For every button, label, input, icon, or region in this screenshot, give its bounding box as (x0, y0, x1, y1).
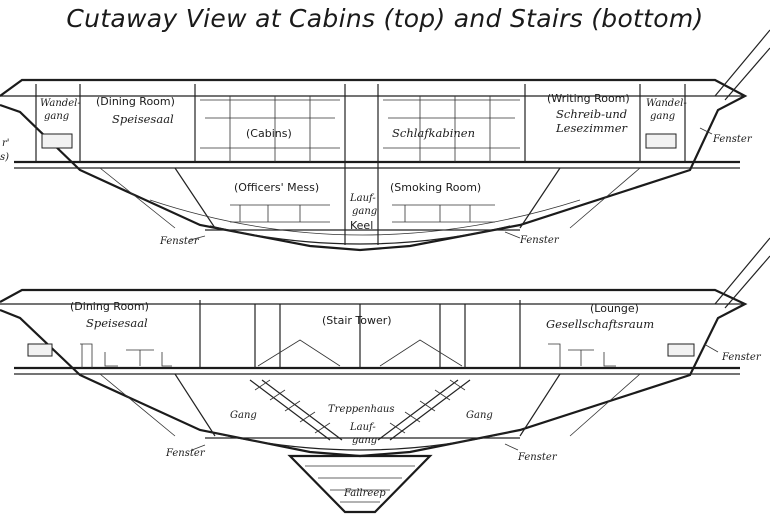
top-speisesaal-label: Speisesaal (112, 112, 174, 126)
bottom-fenster-center-right: Fenster (517, 452, 558, 463)
bottom-laufgang-line2: gang (352, 435, 377, 446)
bottom-dining-room-label: (Dining Room) (70, 300, 149, 313)
bottom-gang-right: Gang (466, 410, 493, 421)
top-keel-label: Keel (350, 219, 373, 232)
top-cutaway (0, 29, 770, 252)
bottom-gang-left: Gang (230, 410, 257, 421)
bottom-gesellschaftsraum-label: Gesellschaftsraum (546, 317, 654, 331)
top-wandelgang-right-line2: gang (650, 111, 675, 122)
top-fenster-right: Fenster (712, 134, 753, 145)
fallreep-gangway (287, 454, 433, 514)
top-officers-mess-label: (Officers' Mess) (234, 181, 319, 194)
top-edge-fragment-1: r' (2, 138, 10, 149)
bottom-fenster-left: Fenster (165, 448, 206, 459)
top-wandelgang-left-line2: gang (44, 111, 69, 122)
top-laufgang-line2: gang (352, 206, 377, 217)
bottom-fenster-right: Fenster (721, 352, 762, 363)
top-schreib-label: Schreib-und (556, 107, 627, 121)
bottom-treppenhaus-label: Treppenhaus (328, 404, 395, 415)
top-smoking-room-label: (Smoking Room) (390, 181, 481, 194)
bottom-stair-tower-label: (Stair Tower) (322, 314, 392, 327)
bottom-lounge-label: (Lounge) (590, 302, 639, 315)
diagram-title: Cutaway View at Cabins (top) and Stairs … (66, 4, 704, 33)
top-edge-fragment-2: s) (0, 152, 9, 163)
top-writing-room-label: (Writing Room) (547, 92, 630, 105)
bottom-laufgang-line1: Lauf- (349, 422, 376, 433)
top-lesezimmer-label: Lesezimmer (555, 121, 629, 135)
top-fenster-center-right: Fenster (519, 235, 560, 246)
bottom-speisesaal-label: Speisesaal (86, 316, 148, 330)
top-cabins-label: (Cabins) (246, 127, 292, 140)
top-wandelgang-left-line1: Wandel- (40, 98, 81, 109)
top-laufgang-line1: Lauf- (349, 193, 376, 204)
bottom-labels: (Dining Room) Speisesaal (Stair Tower) (… (70, 300, 762, 499)
top-fenster-left: Fenster (159, 236, 200, 247)
top-wandelgang-right-line1: Wandel- (646, 98, 687, 109)
bottom-cutaway (0, 237, 770, 514)
bottom-fallreep-label: Fallreep (343, 488, 386, 499)
top-schlafkabinen-label: Schlafkabinen (392, 126, 475, 140)
top-dining-room-label: (Dining Room) (96, 95, 175, 108)
top-labels: Wandel- gang (Dining Room) Speisesaal (C… (0, 92, 753, 247)
